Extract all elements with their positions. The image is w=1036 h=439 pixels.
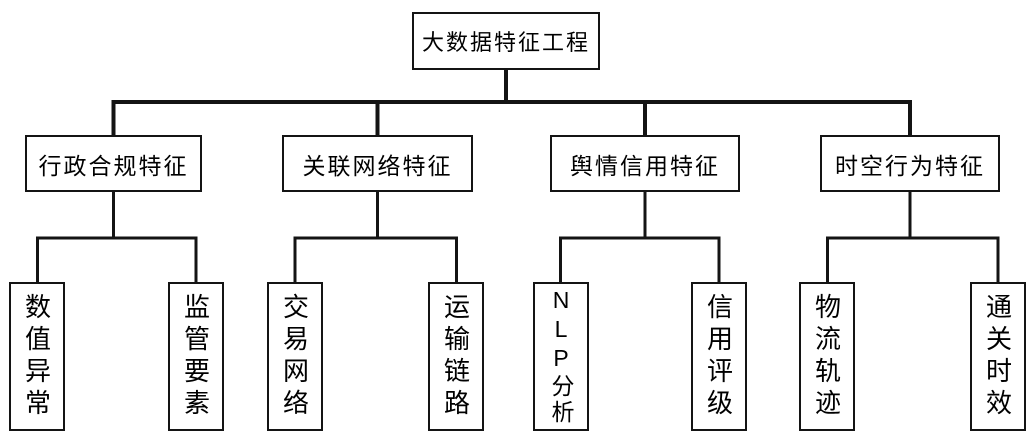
leaf-label: 数值异常	[21, 292, 52, 421]
leaf-label: 运输链路	[440, 292, 471, 421]
leaf-label: 信用评级	[703, 292, 734, 421]
leaf-label: NLP分析	[548, 287, 574, 426]
leaf-logistics-trajectory: 物流轨迹	[799, 282, 855, 431]
leaf-numeric-anomaly: 数值异常	[9, 282, 65, 431]
leaf-label: 物流轨迹	[811, 292, 842, 421]
leaf-credit-rating: 信用评级	[691, 282, 747, 431]
branch-association-network: 关联网络特征	[282, 135, 473, 192]
branch-1-connectors	[36, 191, 198, 284]
branch-label: 时空行为特征	[835, 152, 985, 179]
root-node-big-data-feature-engineering: 大数据特征工程	[412, 12, 600, 70]
leaf-transaction-network: 交易网络	[267, 282, 323, 431]
branch-label: 行政合规特征	[38, 152, 189, 179]
leaf-label: 交易网络	[279, 292, 310, 421]
branch-3-connectors	[559, 191, 721, 284]
branch-spatiotemporal-behavior: 时空行为特征	[820, 135, 1000, 192]
leaf-label: 监管要素	[180, 292, 211, 421]
branch-label: 关联网络特征	[302, 152, 453, 179]
top-level-connectors	[111, 68, 912, 137]
branch-label: 舆情信用特征	[570, 152, 720, 179]
leaf-regulatory-elements: 监管要素	[168, 282, 224, 431]
leaf-nlp-analysis: NLP分析	[533, 282, 589, 431]
branch-admin-compliance: 行政合规特征	[25, 135, 202, 192]
branch-4-connectors	[826, 191, 1000, 284]
leaf-customs-clearance-timeliness: 通关时效	[970, 282, 1026, 431]
branch-sentiment-credit: 舆情信用特征	[550, 135, 740, 192]
leaf-transport-links: 运输链路	[428, 282, 484, 431]
leaf-label: 通关时效	[982, 292, 1013, 421]
branch-2-connectors	[293, 191, 458, 284]
root-node-label: 大数据特征工程	[421, 30, 590, 55]
